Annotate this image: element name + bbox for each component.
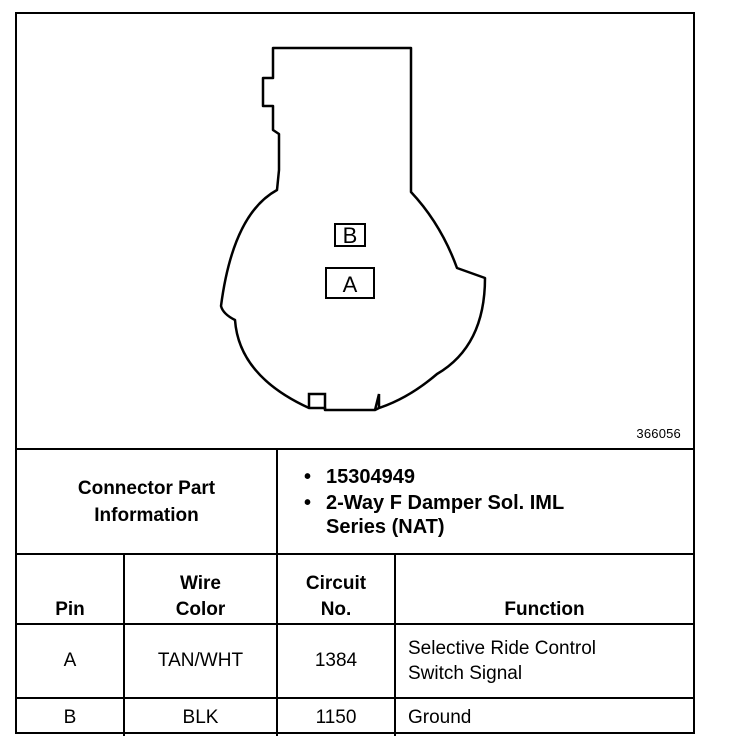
- cavity-b-box: [334, 223, 366, 247]
- connector-sheet: B A 366056 Connector Part Information 15…: [15, 12, 695, 736]
- pin-cell: B: [17, 697, 125, 736]
- part-info-list: 15304949 2-Way F Damper Sol. IML Series …: [278, 465, 693, 539]
- table-row: A TAN/WHT 1384 Selective Ride Control Sw…: [17, 623, 693, 699]
- table-header-row: Pin Wire Color Circuit No. Function: [17, 553, 693, 625]
- wire-color-cell: TAN/WHT: [123, 623, 278, 699]
- circuit-cell: 1150: [276, 697, 396, 736]
- wire-color-cell: BLK: [123, 697, 278, 736]
- part-info-row: Connector Part Information 15304949 2-Wa…: [17, 450, 693, 555]
- part-number: 15304949: [304, 465, 693, 489]
- connector-bottom-tab: [307, 392, 381, 411]
- figure-number: 366056: [636, 426, 681, 441]
- cavity-a-label: A: [343, 272, 358, 297]
- part-info-label: Connector Part Information: [17, 450, 278, 555]
- part-info-values: 15304949 2-Way F Damper Sol. IML Series …: [276, 450, 693, 555]
- header-function: Function: [394, 553, 693, 625]
- connector-info-table: Connector Part Information 15304949 2-Wa…: [17, 450, 693, 736]
- connector-figure: B A 366056: [17, 14, 693, 450]
- circuit-cell: 1384: [276, 623, 396, 699]
- header-wire-color: Wire Color: [123, 553, 278, 625]
- pin-cell: A: [17, 623, 125, 699]
- part-description: 2-Way F Damper Sol. IML Series (NAT): [304, 491, 693, 539]
- connector-outline: [219, 46, 487, 412]
- header-circuit-no: Circuit No.: [276, 553, 396, 625]
- table-row: B BLK 1150 Ground: [17, 697, 693, 736]
- header-pin: Pin: [17, 553, 125, 625]
- cavity-b-label: B: [343, 223, 358, 248]
- function-cell: Selective Ride Control Switch Signal: [394, 623, 693, 699]
- connector-face-drawing: B A: [219, 46, 487, 412]
- function-cell: Ground: [394, 697, 693, 736]
- cavity-a-box: [325, 267, 375, 299]
